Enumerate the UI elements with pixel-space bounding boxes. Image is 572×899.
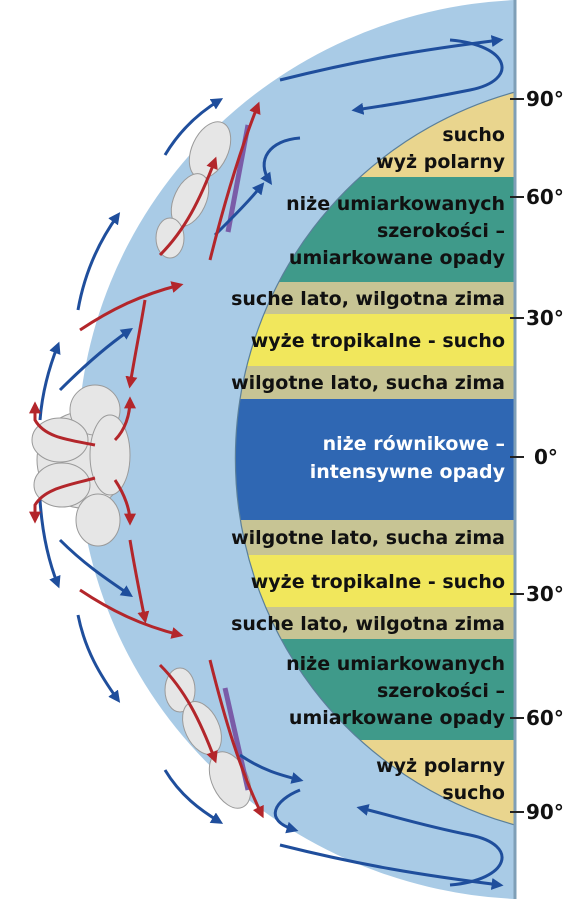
zone-temperate-north-line2: szerokości – [377, 220, 505, 242]
zone-tropical-north-label: wyże tropikalne - sucho [251, 330, 505, 352]
lat-label-n60: 60° [526, 185, 564, 209]
zone-med-north-label: suche lato, wilgotna zima [231, 288, 505, 310]
zone-equatorial-line1: niże równikowe – [323, 433, 505, 455]
zone-temperate-south-line3: umiarkowane opady [289, 707, 506, 729]
lat-label-s30: 30° [526, 582, 564, 606]
lat-label-eq: 0° [534, 445, 558, 469]
cloud-equator [32, 385, 130, 546]
zone-temperate-south-line1: niże umiarkowanych [286, 653, 505, 675]
zone-temperate-north-line1: niże umiarkowanych [286, 193, 505, 215]
zone-temperate-south-line2: szerokości – [377, 680, 505, 702]
lat-label-n30: 30° [526, 306, 564, 330]
zone-savanna-south-label: wilgotne lato, sucha zima [231, 527, 505, 549]
zone-equatorial-line2: intensywne opady [310, 461, 506, 483]
lat-label-s60: 60° [526, 706, 564, 730]
zone-savanna-north-label: wilgotne lato, sucha zima [231, 372, 505, 394]
lat-label-s90: 90° [526, 800, 564, 824]
zone-temperate-north-line3: umiarkowane opady [289, 247, 506, 269]
blue-arrow-outer-n3 [40, 345, 58, 420]
zone-polar-south-line1: wyż polarny [376, 755, 505, 777]
lat-label-n90: 90° [526, 87, 564, 111]
zone-tropical-south-label: wyże tropikalne - sucho [251, 571, 505, 593]
zone-polar-north-line2: wyż polarny [376, 151, 505, 173]
blue-arrow-outer-s2 [78, 615, 118, 700]
zone-med-south-label: suche lato, wilgotna zima [231, 613, 505, 635]
zone-polar-south-line2: sucho [442, 782, 505, 804]
zone-polar-north-line1: sucho [442, 124, 505, 146]
blue-arrow-outer-s1 [40, 500, 58, 585]
